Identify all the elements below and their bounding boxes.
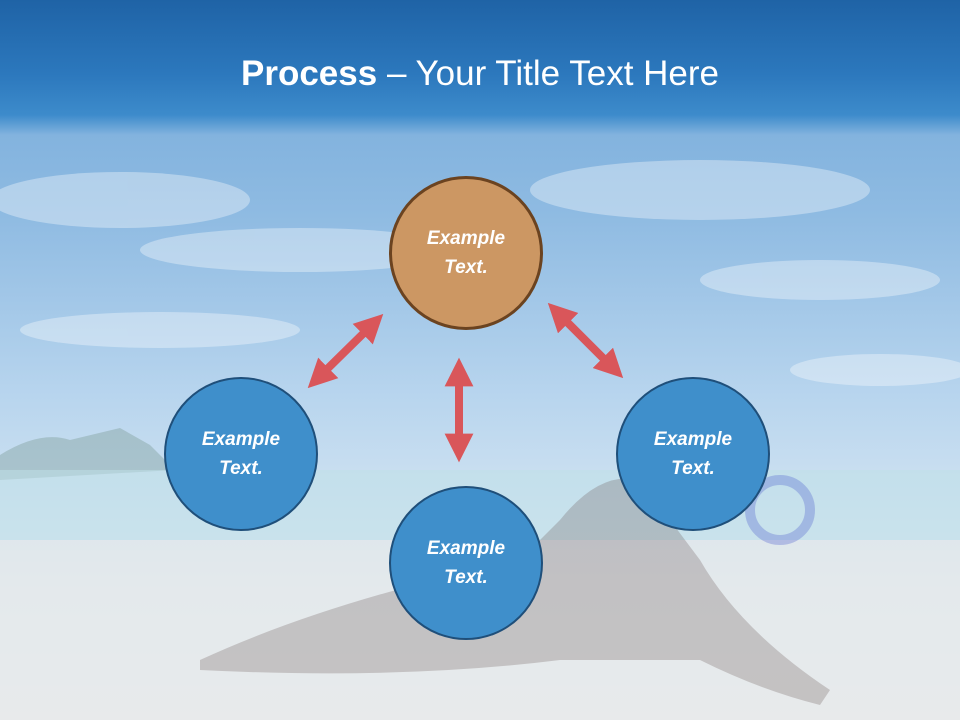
title-strong: Process: [241, 54, 378, 93]
node-top: Example Text.: [389, 176, 543, 330]
title-band: [0, 0, 960, 135]
node-top-label: Example Text.: [426, 228, 506, 278]
slide-title: Process – Your Title Text Here: [0, 52, 960, 96]
node-right: Example Text.: [616, 377, 770, 531]
title-rest: – Your Title Text Here: [377, 54, 719, 93]
node-left-label: Example Text.: [201, 429, 281, 479]
node-bottom-label: Example Text.: [426, 538, 506, 588]
node-right-label: Example Text.: [653, 429, 733, 479]
node-bottom: Example Text.: [389, 486, 543, 640]
arrow-top-right: [547, 302, 624, 379]
node-left: Example Text.: [164, 377, 318, 531]
arrow-top-left: [307, 313, 384, 389]
